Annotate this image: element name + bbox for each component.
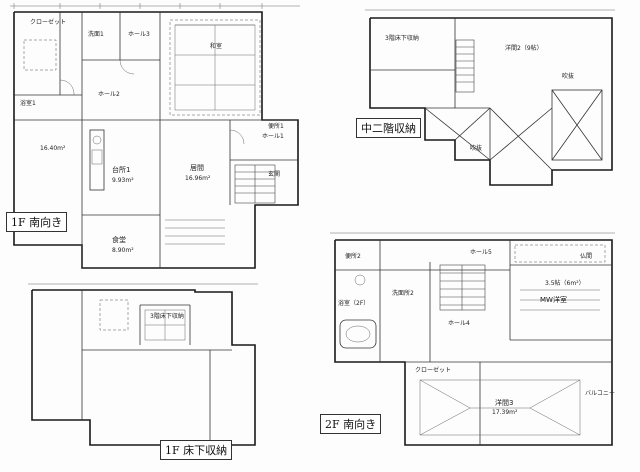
mezz-storage-label: 3階床下収納: [385, 34, 419, 42]
bath1-label: 浴室1: [20, 99, 36, 107]
plan-mezzanine: 3階床下収納 洋間2（9帖） 吹抜 吹抜: [365, 9, 615, 186]
washroom2-label: 洗面所2: [392, 289, 414, 297]
room3-label: 3.5帖（6m²）: [545, 279, 585, 287]
western3-label: 洋間3: [495, 398, 513, 407]
hall4-label: ホール4: [448, 320, 470, 327]
mezz-lightwell-label-2: 吹抜: [562, 72, 574, 80]
japanese-room-label: 和室: [210, 42, 222, 50]
hall2-label: ホール2: [98, 91, 120, 98]
entrance-label: 玄関: [268, 170, 280, 178]
underfloor-storage-label: 3階床下収納: [150, 312, 184, 320]
kitchen-area: 9.93m²: [112, 177, 134, 184]
mw-room-label: MW洋室: [540, 295, 567, 304]
toilet1-label: 便所1: [268, 122, 284, 130]
closet-label-1f: クローゼット: [30, 18, 66, 26]
living-label: 居間: [190, 164, 204, 172]
veranda-label: バルコニー: [585, 390, 615, 397]
hall5-label: ホール5: [470, 249, 492, 256]
western3-area: 17.39m²: [492, 409, 518, 416]
caption-2f-south: 2F 南向き: [320, 414, 382, 434]
washroom-label: 洗面1: [88, 30, 104, 38]
toilet2-label: 便所2: [345, 252, 361, 260]
kitchen-label: 台所1: [112, 165, 130, 174]
plan-1f: クローゼット 洗面1 ホール3 ホール2 和室 16.40m² 居間 16.96…: [10, 3, 300, 269]
closet2-label: クローゼット: [415, 366, 451, 374]
hall3-label: ホール3: [128, 31, 150, 38]
plan-2f: ホール5 浴室（2F） 洗面所2 便所2 ホール4 クローゼット 洋間3 17.…: [330, 232, 615, 446]
mezz-room-label: 洋間2（9帖）: [505, 44, 543, 52]
caption-mezzanine: 中二階収納: [356, 118, 421, 138]
loft-label: 仏間: [580, 253, 592, 260]
plan-underfloor: 3階床下収納: [28, 283, 258, 446]
caption-1f-south: 1F 南向き: [6, 212, 68, 232]
mezz-lightwell-label: 吹抜: [470, 144, 482, 152]
bath2-label: 浴室（2F）: [338, 299, 369, 307]
dining-label: 食堂: [112, 235, 126, 244]
dining-area: 8.90m²: [112, 247, 134, 254]
living-area: 16.96m²: [185, 175, 211, 182]
hall1-label: ホール1: [262, 133, 284, 140]
caption-1f-underfloor: 1F 床下収納: [160, 440, 233, 460]
japanese-room-area: 16.40m²: [40, 145, 66, 152]
